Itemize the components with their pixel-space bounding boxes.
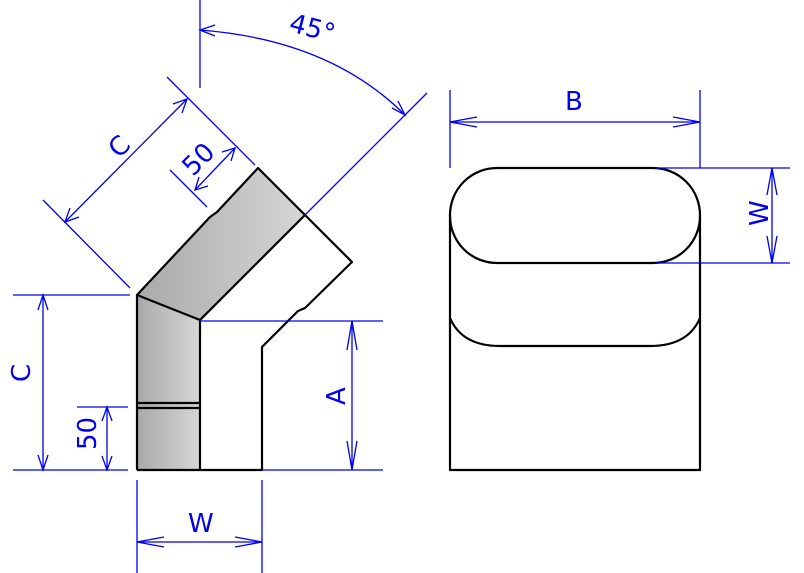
- c-extension-line: [166, 76, 256, 166]
- w-label: W: [188, 509, 214, 539]
- arrowhead: [672, 116, 701, 128]
- b-label: B: [565, 87, 583, 117]
- arrowhead: [172, 97, 189, 114]
- c-angled-label: C: [103, 130, 137, 164]
- section-outline: [448, 215, 702, 472]
- arrowhead: [766, 235, 778, 264]
- arrowhead: [101, 405, 113, 422]
- section-lower-curve: [448, 317, 702, 348]
- elbow-side-view: [135, 166, 354, 472]
- 50-angled-label: 50: [177, 137, 222, 182]
- a-label: A: [322, 387, 352, 405]
- c-extension-line: [42, 199, 131, 289]
- arrowhead: [234, 536, 263, 548]
- section-view: [448, 166, 702, 472]
- arrowhead: [346, 320, 358, 351]
- 50-extension-line: [169, 169, 208, 208]
- c-dimension-line: [64, 98, 188, 223]
- oval-opening: [448, 166, 702, 265]
- arrowhead: [101, 455, 113, 472]
- section-w-label: W: [745, 200, 775, 226]
- angle-label: 45°: [286, 9, 338, 50]
- 50-vertical-label: 50: [73, 417, 103, 450]
- c-vertical-label: C: [7, 364, 37, 382]
- elbow-lower-shaded-face: [137, 295, 200, 470]
- arrowhead: [346, 440, 358, 471]
- arrowhead: [766, 167, 778, 196]
- arrowhead: [136, 536, 165, 548]
- arrowhead: [198, 24, 216, 37]
- 50-dimension-line: [194, 147, 236, 191]
- elbow-outline: [135, 166, 354, 472]
- arrowhead: [449, 116, 478, 128]
- elbow-upper-shaded-face: [137, 168, 305, 320]
- arrowhead: [391, 100, 407, 117]
- arrowhead: [37, 454, 49, 473]
- arrowhead: [63, 207, 80, 224]
- angle-extension-line: [304, 92, 428, 216]
- angle-arc: [199, 29, 406, 116]
- arrowhead: [194, 176, 209, 191]
- arrowhead: [221, 147, 236, 162]
- section-dimensions: B W: [449, 87, 790, 264]
- arrowhead: [37, 292, 49, 311]
